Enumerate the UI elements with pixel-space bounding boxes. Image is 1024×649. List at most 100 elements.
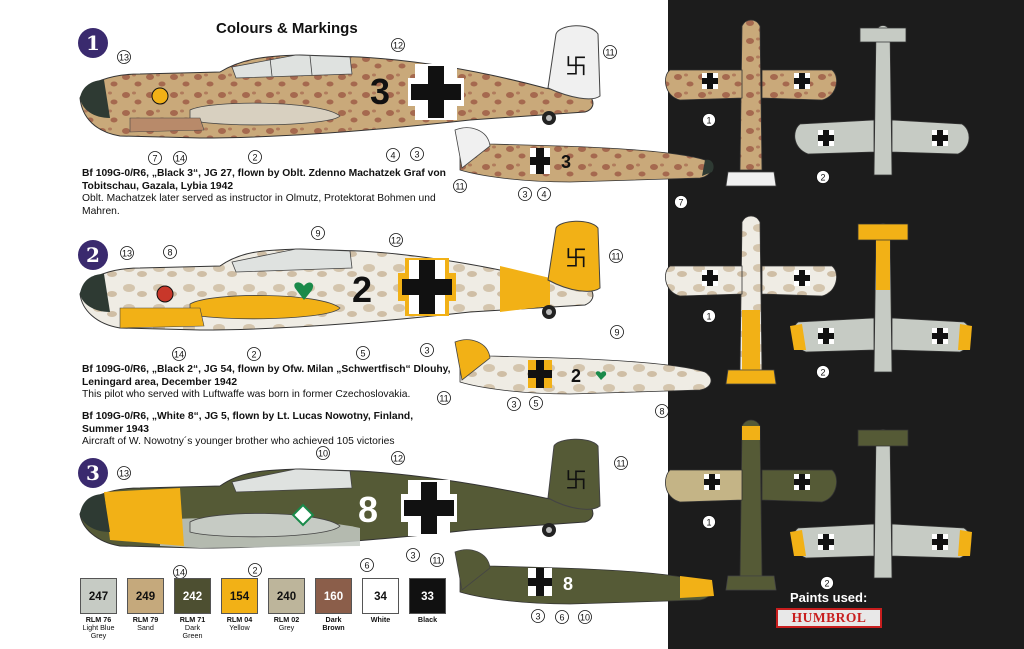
- callout-number: 3: [414, 150, 419, 160]
- callout-number: 14: [174, 350, 184, 360]
- callout-number: 3: [410, 551, 415, 561]
- swatch-color-name: Dark Green: [182, 623, 203, 640]
- callout-circle: [531, 609, 545, 623]
- swatch-number: 154: [221, 578, 258, 614]
- callout-circle: [702, 113, 716, 127]
- callout-number: 5: [533, 399, 538, 409]
- humbrol-logo: HUMBROL: [776, 608, 882, 628]
- callout-circle: [537, 187, 551, 201]
- callout-circle: [391, 38, 405, 52]
- swatch-rlm-code: RLM 76: [85, 615, 112, 624]
- scheme-2-title: Bf 109G-0/R6, „Black 2“, JG 54, flown by…: [82, 364, 451, 388]
- callout-number: 12: [393, 454, 403, 464]
- svg-text:2: 2: [352, 269, 372, 310]
- callout-circle: [117, 466, 131, 480]
- callout-number: 7: [152, 154, 157, 164]
- callout-number: 4: [541, 190, 546, 200]
- scheme-3-caption: Bf 109G-0/R6, „White 8“, JG 5, flown by …: [82, 411, 452, 449]
- callout-circle: [120, 246, 134, 260]
- balkenkreuz-marking: [408, 64, 464, 120]
- callout-circle: [148, 151, 162, 165]
- swatch-color-name: Dark Brown: [322, 615, 345, 632]
- callout-number: 2: [824, 579, 829, 589]
- swatch-color-name: Grey: [278, 623, 295, 632]
- swastika-marking: 卐: [565, 55, 587, 80]
- scheme-3-bottom-view: [790, 429, 972, 579]
- scheme-2-note: This pilot who served with Luftwaffe was…: [82, 389, 411, 401]
- scheme-3-small-view: 8: [454, 549, 714, 605]
- scheme-1-note: Oblt. Machatzek later served as instruct…: [82, 193, 436, 217]
- callout-number: 10: [318, 449, 328, 459]
- swatch-rlm-code: RLM 71: [179, 615, 206, 624]
- callout-number: 11: [616, 459, 625, 469]
- swatch-rlm-code: RLM 02: [273, 615, 300, 624]
- callout-number: 13: [119, 469, 129, 479]
- callout-number: 11: [432, 556, 441, 566]
- callout-number: 11: [605, 48, 614, 58]
- callout-number: 3: [424, 346, 429, 356]
- swatch-number: 240: [268, 578, 305, 614]
- scheme-badge-3: 3: [78, 458, 108, 488]
- scheme-3-title: Bf 109G-0/R6, „White 8“, JG 5, flown by …: [82, 411, 414, 435]
- aircraft-number-3: 3: [370, 71, 390, 112]
- swatch-color-name: Black: [417, 615, 438, 624]
- callout-circle: [529, 396, 543, 410]
- callout-circle: [655, 404, 669, 418]
- scheme-1-small-view: 3: [454, 127, 714, 183]
- callout-number: 12: [391, 236, 401, 246]
- callout-circle: [453, 179, 467, 193]
- swatch-number: 34: [362, 578, 399, 614]
- scheme-2-small-view: 2: [454, 339, 712, 395]
- callout-circle: [163, 245, 177, 259]
- callout-circle: [311, 226, 325, 240]
- callout-number: 11: [455, 182, 464, 192]
- scheme-badge-1: 1: [78, 28, 108, 58]
- callout-circle: [507, 397, 521, 411]
- callout-circle: [360, 558, 374, 572]
- callout-number: 5: [360, 349, 365, 359]
- callout-number: 9: [315, 229, 320, 239]
- callout-circle: [248, 150, 262, 164]
- callout-number: 2: [820, 173, 825, 183]
- svg-text:8: 8: [563, 574, 573, 594]
- callout-number: 2: [251, 350, 256, 360]
- swatch-color-name: Light Blue Grey: [82, 623, 115, 640]
- callout-number: 12: [393, 41, 403, 51]
- swatch-number: 249: [127, 578, 164, 614]
- callout-circle: [389, 233, 403, 247]
- scheme-badge-2: 2: [78, 240, 108, 270]
- swatch-color-name: Sand: [137, 623, 154, 632]
- callout-number: 6: [559, 613, 564, 623]
- scheme-3-top-view: [665, 419, 837, 591]
- callout-circle: [391, 451, 405, 465]
- callout-circle: [609, 249, 623, 263]
- callout-number: 8: [167, 248, 172, 258]
- green-heart-emblem: [294, 282, 314, 300]
- svg-text:8: 8: [358, 489, 378, 530]
- swatch-rlm-code: RLM 04: [226, 615, 253, 624]
- callout-circle: [555, 610, 569, 624]
- callout-number: 4: [390, 151, 395, 161]
- scheme-2-bottom-view: [790, 223, 972, 373]
- callout-circle: [406, 548, 420, 562]
- swatch-number: 33: [409, 578, 446, 614]
- callout-circle: [702, 515, 716, 529]
- callout-circle: [603, 45, 617, 59]
- callout-circle: [578, 610, 592, 624]
- svg-text:2: 2: [571, 366, 581, 386]
- callout-circle: [356, 346, 370, 360]
- scheme-2-side-view: 卐 2: [79, 220, 601, 331]
- scheme-2-top-view: [665, 215, 837, 385]
- callout-circle: [816, 170, 830, 184]
- callout-circle: [820, 576, 834, 590]
